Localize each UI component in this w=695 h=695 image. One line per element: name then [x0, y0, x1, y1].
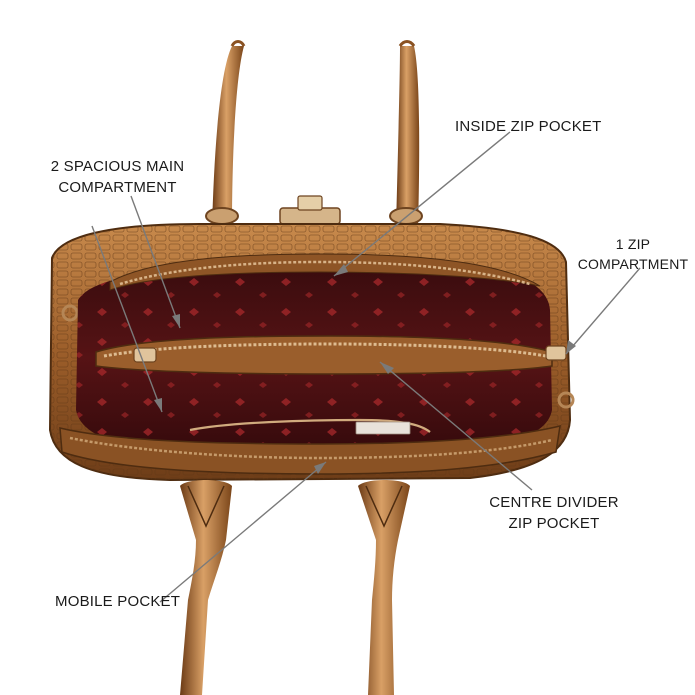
centre-divider-shape — [95, 335, 567, 375]
callout-main-compartment: 2 SPACIOUS MAIN COMPARTMENT — [27, 156, 208, 198]
mobile-pocket-shape — [59, 418, 561, 475]
callout-main-compartment-line1: 2 SPACIOUS MAIN — [50, 158, 185, 175]
callout-inside-zip-pocket-text: INSIDE ZIP POCKET — [455, 118, 602, 135]
callout-centre-divider-line1: CENTRE DIVIDER — [489, 494, 619, 511]
front-handles — [180, 480, 410, 695]
callout-mobile-pocket: MOBILE POCKET — [55, 591, 180, 612]
callout-zip-compartment-line1: 1 ZIP — [615, 236, 651, 252]
leader-zip-compartment — [565, 267, 641, 355]
leader-main-a — [130, 195, 181, 329]
callout-zip-compartment-line2: COMPARTMENT — [577, 256, 689, 272]
callout-centre-divider-line2: ZIP POCKET — [508, 515, 600, 532]
leader-main-b — [91, 225, 163, 413]
back-handles — [205, 40, 423, 230]
leader-lines — [91, 131, 641, 603]
leader-centre-divider — [379, 361, 533, 491]
leader-inside-zip — [333, 131, 511, 277]
inside-zip-pocket-shape — [109, 253, 541, 291]
callout-centre-divider: CENTRE DIVIDER ZIP POCKET — [483, 492, 625, 534]
leader-arrowheads — [154, 264, 576, 474]
leader-mobile-pocket — [159, 461, 327, 603]
callout-zip-compartment: 1 ZIP COMPARTMENT — [575, 234, 691, 274]
callout-main-compartment-line2: COMPARTMENT — [58, 179, 177, 196]
callout-mobile-pocket-text: MOBILE POCKET — [55, 593, 181, 610]
callout-inside-zip-pocket: INSIDE ZIP POCKET — [455, 116, 602, 137]
